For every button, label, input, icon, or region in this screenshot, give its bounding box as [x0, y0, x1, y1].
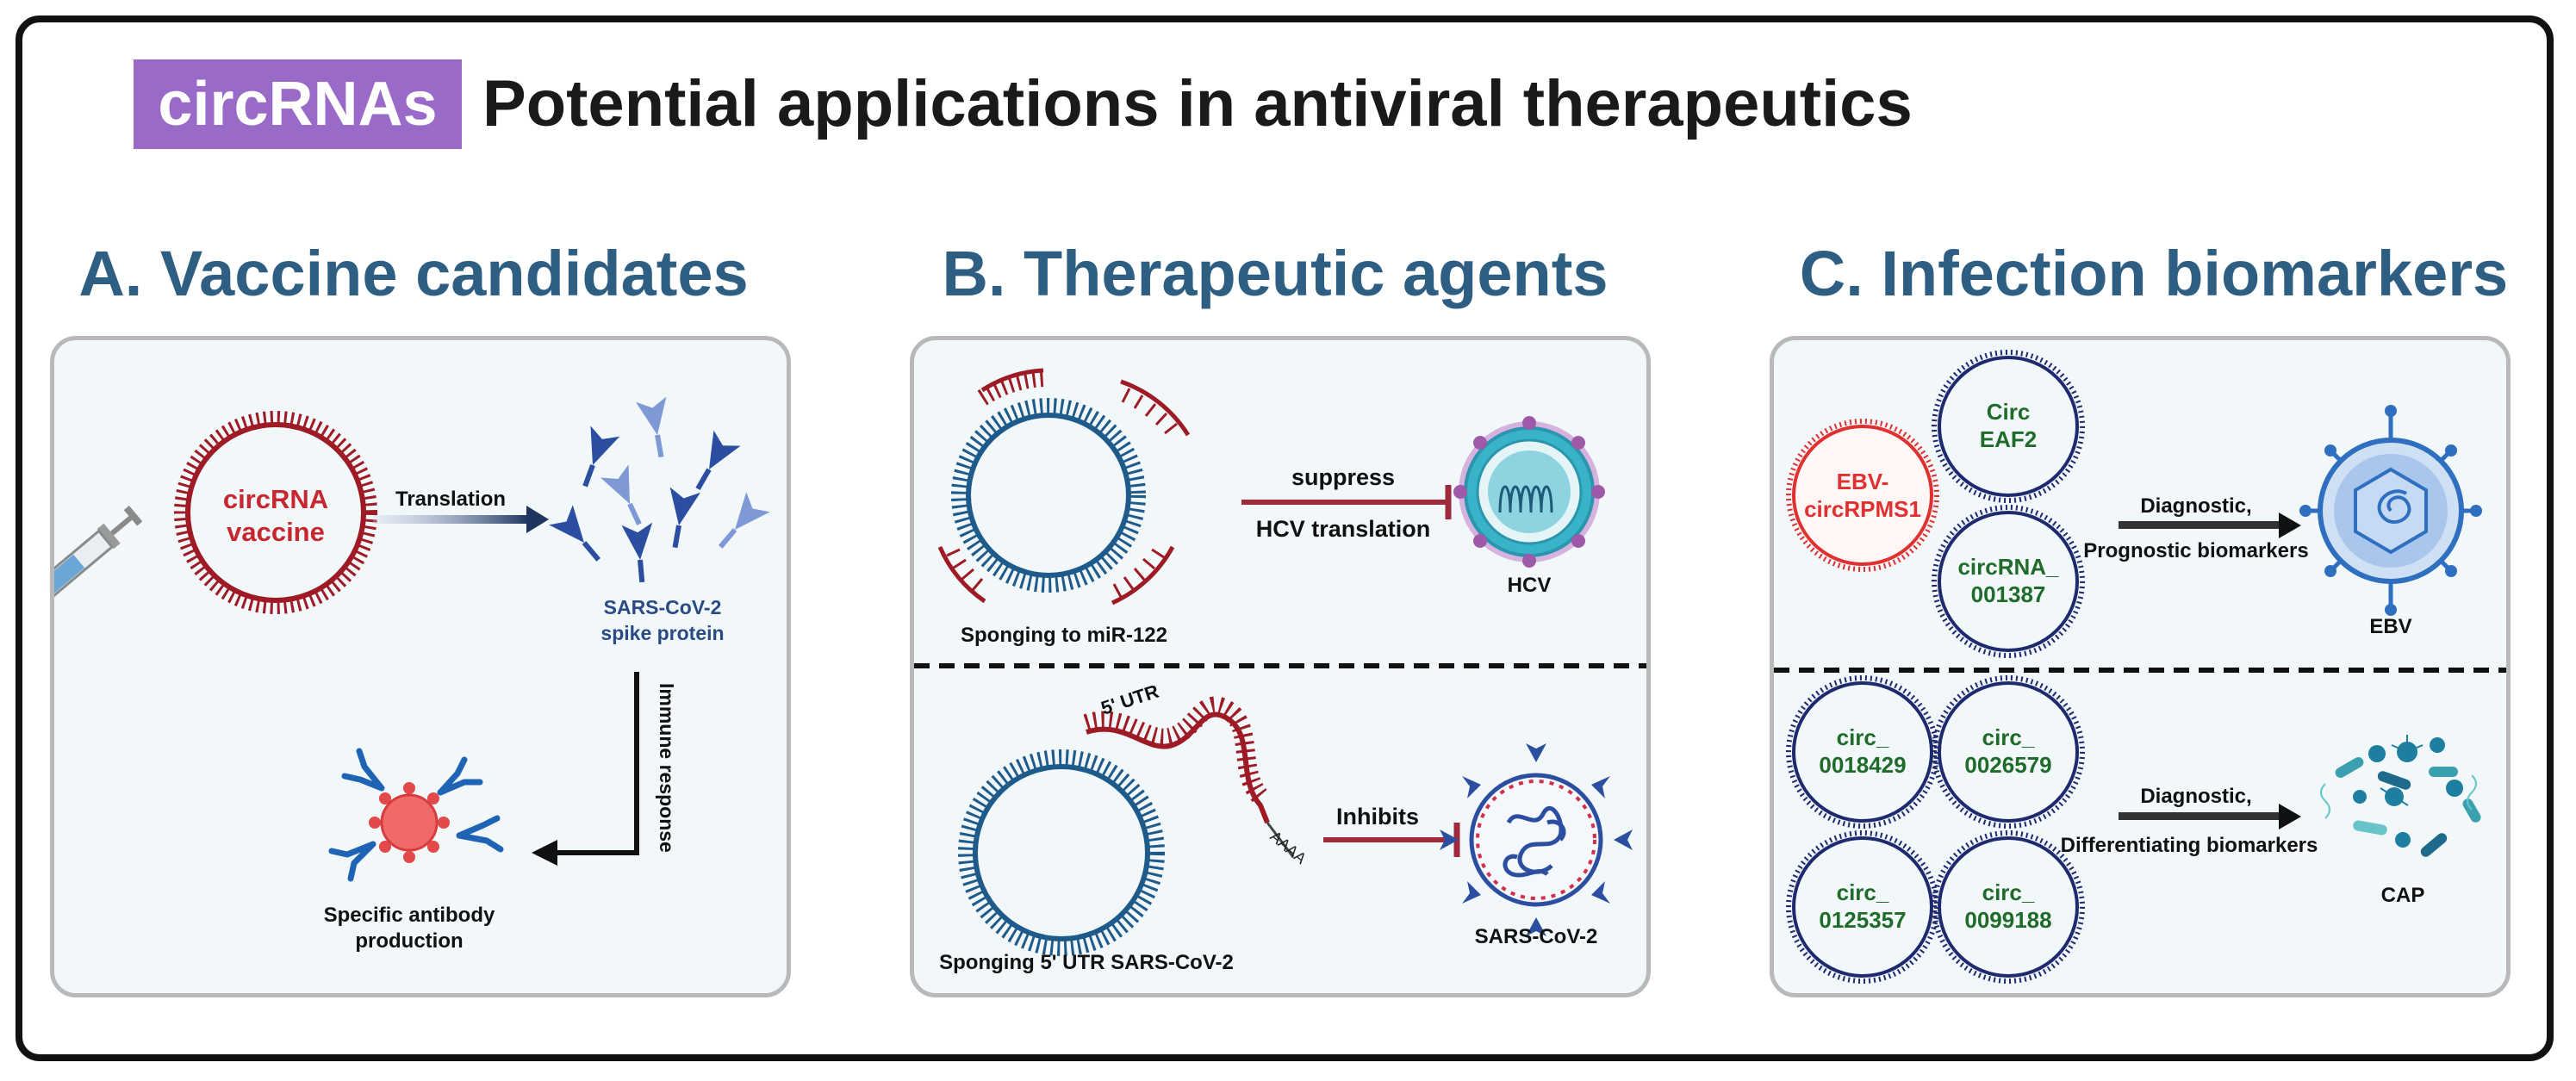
immune-response-label: Immune response	[656, 683, 678, 853]
circ-0125357-circle	[1792, 836, 1933, 978]
spike-label-2: spike protein	[600, 622, 724, 644]
sars-cov-2-virus-icon	[1440, 743, 1633, 936]
circ-0125357-label-1: circ_	[1837, 879, 1889, 905]
figure-title: Potential applications in antiviral ther…	[482, 67, 1913, 140]
antibody-label-2: production	[355, 929, 463, 953]
circ-eaf2-label-1: Circ	[1987, 399, 2031, 425]
sponging-mir122-label: Sponging to miR-122	[961, 624, 1167, 647]
diagnostic-1-label-1: Diagnostic,	[2140, 494, 2251, 518]
circ-0018429-label-2: 0018429	[1819, 752, 1906, 778]
inhibits-label: Inhibits	[1336, 804, 1419, 829]
hcv-label: HCV	[1508, 574, 1552, 597]
diagnostic-2-arrow	[2119, 812, 2282, 820]
suppress-label: suppress	[1291, 464, 1395, 490]
circ-0026579-label-2: 0026579	[1964, 752, 2051, 778]
sponging-utr-label: Sponging 5' UTR SARS-CoV-2	[939, 951, 1234, 974]
circ-0018429-label-1: circ_	[1837, 724, 1889, 750]
diagnostic-1-arrow	[2119, 521, 2282, 529]
ebv-circrpms1-circle	[1792, 425, 1933, 566]
circrna-utr-sponge	[958, 696, 1295, 956]
section-b-title: B. Therapeutic agents	[942, 238, 1608, 309]
spike-label-1: SARS-CoV-2	[604, 596, 722, 618]
vaccine-label-1: circRNA	[223, 484, 328, 514]
circrna-mir122-sponge	[937, 368, 1191, 606]
vaccine-label-2: vaccine	[227, 517, 325, 547]
circrna-001387-circle	[1938, 511, 2079, 652]
ebv-circrpms1-label-2: circRPMS1	[1804, 496, 1921, 522]
circ-0125357-label-2: 0125357	[1819, 907, 1906, 933]
cap-label: CAP	[2381, 884, 2425, 907]
circ-0099188-label-1: circ_	[1982, 879, 2035, 905]
section-c-title: C. Infection biomarkers	[1799, 238, 2509, 309]
translation-arrow	[373, 515, 528, 524]
sars-cov-2-label: SARS-CoV-2	[1475, 925, 1598, 948]
diagnostic-2-label-2: Differentiating biomarkers	[2061, 834, 2318, 857]
syringe-icon	[5, 505, 143, 624]
panel-vaccine-candidates: circRNA vaccine Translation SARS-CoV-2 s…	[5, 336, 791, 997]
circ-0026579-label-1: circ_	[1982, 724, 2035, 750]
circ-eaf2-circle	[1938, 356, 2079, 497]
bacteria-cap-icon	[2320, 735, 2481, 857]
translation-label: Translation	[395, 488, 506, 511]
circ-0026579-circle	[1938, 681, 2079, 823]
diagnostic-1-label-2: Prognostic biomarkers	[2083, 539, 2308, 562]
circrna-001387-label-2: 001387	[1971, 581, 2046, 607]
hcv-virus-icon	[1453, 416, 1605, 568]
section-a-title: A. Vaccine candidates	[78, 238, 749, 309]
antibody-virus-icon	[328, 748, 504, 882]
hcv-translation-label: HCV translation	[1256, 516, 1431, 542]
diagnostic-2-label-1: Diagnostic,	[2140, 785, 2251, 808]
circ-0018429-circle	[1792, 681, 1933, 823]
circ-eaf2-label-2: EAF2	[1980, 426, 2037, 452]
circ-0099188-label-2: 0099188	[1964, 907, 2051, 933]
circ-0099188-circle	[1938, 836, 2079, 978]
circrnas-badge: circRNAs	[134, 59, 462, 149]
polya-label: AAAA	[1266, 828, 1310, 867]
antibody-label-1: Specific antibody	[324, 904, 495, 927]
circrna-001387-label-1: circRNA_	[1957, 554, 2059, 580]
panel-therapeutic-agents: Sponging to miR-122 suppress HCV transla…	[910, 336, 1651, 997]
ebv-virus-icon	[2299, 405, 2482, 616]
circrna-vaccine-circle	[174, 411, 377, 614]
ebv-label: EBV	[2369, 615, 2411, 638]
ebv-circrpms1-label-1: EBV-	[1837, 469, 1889, 494]
spike-protein-icon	[549, 396, 770, 583]
utr-label: 5' UTR	[1098, 680, 1161, 719]
immune-response-arrow	[541, 672, 639, 855]
panel-infection-biomarkers: EBV- circRPMS1 Circ EAF2 circRNA_ 001387…	[1770, 336, 2511, 997]
